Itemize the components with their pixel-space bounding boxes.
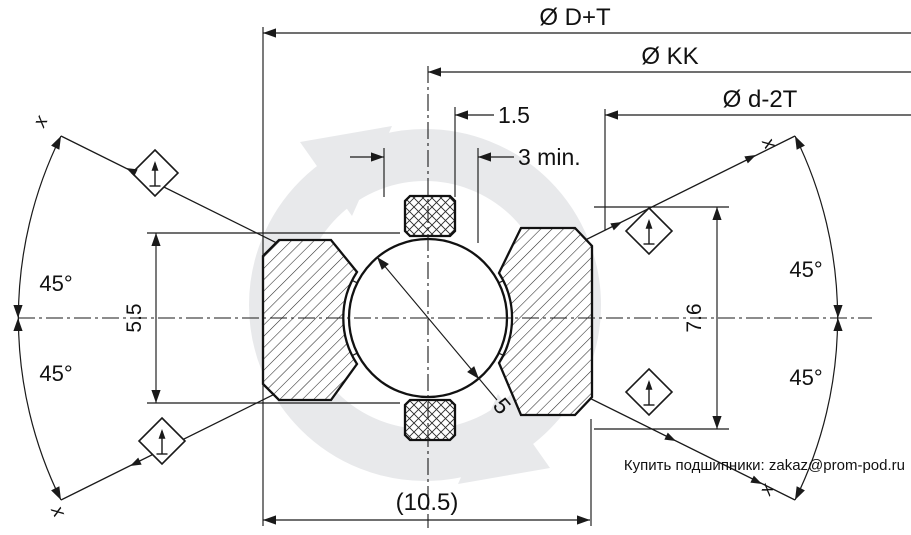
arrowhead xyxy=(712,416,722,429)
angle-label-bottom-right: 45° xyxy=(789,365,822,390)
leader-arrowhead xyxy=(610,218,624,231)
surface-symbol-diamond xyxy=(139,418,185,464)
arrowhead xyxy=(151,233,161,246)
arrowhead xyxy=(577,515,590,525)
angle-label-top-left: 45° xyxy=(39,271,72,296)
right-ring-section xyxy=(497,226,594,417)
surface-symbol-diamond xyxy=(626,208,672,254)
surface-symbol-diamond xyxy=(626,369,672,415)
bottom-block-section xyxy=(403,398,457,442)
extension-lines xyxy=(147,27,729,526)
watermark-wedge-bottom xyxy=(458,394,550,484)
dim-label-outer: Ø D+T xyxy=(539,4,611,31)
x-mark-top-left: x xyxy=(29,111,53,131)
dim-label-clearance: 3 min. xyxy=(518,144,581,170)
arrowhead xyxy=(455,110,468,120)
arrowhead xyxy=(428,67,441,77)
arrowhead xyxy=(712,207,722,220)
dim-label-kk: Ø KK xyxy=(641,43,698,70)
dim-label-land: 1.5 xyxy=(498,102,530,128)
leader-arrowhead xyxy=(128,457,142,470)
watermark-text: Купить подшипники: zakaz@prom-pod.ru xyxy=(624,457,905,474)
x-mark-bottom-right: x xyxy=(755,479,779,499)
center-lines xyxy=(18,66,872,528)
dim-label-right-width: 7.6 xyxy=(683,303,706,332)
dim-label-left-width: 5.5 xyxy=(123,303,146,332)
surface-symbol-diamond xyxy=(132,150,178,196)
x-mark-bottom-left: x xyxy=(46,502,70,522)
left-ring-section xyxy=(261,238,359,402)
dim-label-inner: Ø d-2T xyxy=(723,86,798,113)
watermark-wedge-top xyxy=(300,126,392,216)
angle-label-bottom-left: 45° xyxy=(39,361,72,386)
arrowhead xyxy=(151,390,161,403)
arrowhead xyxy=(833,318,843,331)
arrowhead xyxy=(263,515,276,525)
top-block-section xyxy=(403,194,457,238)
leader-arrowhead xyxy=(664,432,678,445)
arrowhead xyxy=(13,305,23,318)
x-mark-top-right: x xyxy=(757,134,781,154)
dim-label-overall: (10.5) xyxy=(396,489,459,516)
arrowhead xyxy=(744,151,758,164)
arrowhead xyxy=(13,318,23,331)
arrowhead xyxy=(833,305,843,318)
arrowhead xyxy=(263,28,276,38)
angle-label-top-right: 45° xyxy=(789,257,822,282)
arrowhead xyxy=(605,110,618,120)
